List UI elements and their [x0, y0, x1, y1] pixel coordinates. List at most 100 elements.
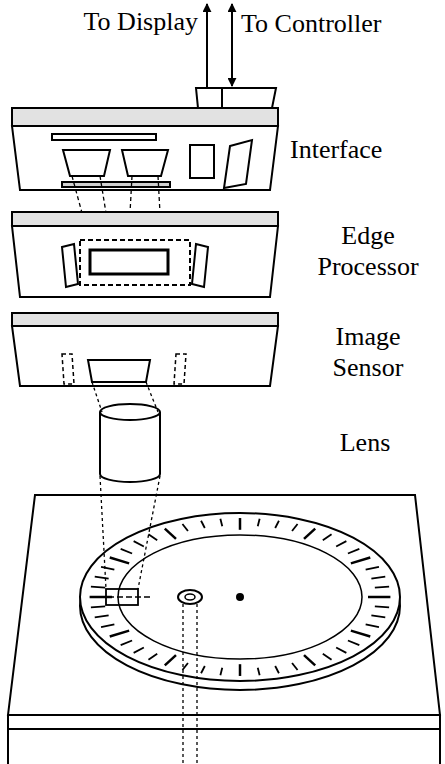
illustration-part [100, 412, 160, 482]
part-label: Edge Processor [303, 220, 433, 282]
illustration-part [63, 150, 110, 176]
illustration-part [375, 605, 389, 608]
illustration-part [7, 729, 9, 764]
illustration-part [182, 524, 188, 531]
part-label: To Display [40, 6, 198, 37]
table [8, 495, 440, 764]
illustration-part [366, 567, 379, 570]
illustration-part [231, 4, 233, 86]
illustration-part [196, 88, 222, 108]
illustration-part [201, 666, 205, 673]
illustration-part [118, 535, 362, 659]
illustration-part [220, 668, 222, 675]
illustration-part [101, 624, 114, 627]
lens [100, 404, 160, 482]
part-label: Image Sensor [303, 321, 433, 383]
illustration-part [336, 647, 346, 652]
illustration-part [121, 640, 132, 645]
image-sensor-board [12, 313, 278, 386]
part-label: To Controller [241, 8, 441, 39]
illustration-part [8, 715, 440, 729]
illustration-part [190, 145, 214, 178]
illustration-part [368, 596, 390, 599]
illustration-part [138, 476, 160, 589]
connectors [196, 88, 276, 108]
illustration-part [12, 212, 278, 226]
illustration-part [91, 586, 105, 589]
illustration-part [292, 663, 298, 670]
illustration-part [371, 577, 385, 579]
part-label: Interface [290, 134, 440, 165]
illustration-part [8, 495, 440, 715]
illustration-part [292, 524, 298, 531]
illustration-part [224, 140, 252, 188]
scale-ticks [90, 518, 391, 676]
illustration-part [90, 250, 168, 274]
illustration-part [220, 519, 222, 526]
illustration-part [12, 126, 278, 190]
illustration-part [165, 655, 176, 665]
illustration-part [95, 615, 109, 617]
illustration-part [366, 624, 379, 627]
illustration-part [351, 558, 370, 564]
illustration-part [336, 541, 346, 546]
illustration-part [134, 541, 144, 546]
illustration-part [192, 244, 208, 287]
illustration-part [110, 558, 129, 564]
illustration-part [351, 631, 370, 637]
signal-arrows [207, 4, 232, 88]
illustration-part [439, 729, 441, 764]
illustration-part [148, 654, 157, 660]
illustration-part [121, 549, 132, 554]
illustration-part [122, 150, 168, 176]
illustration-part [375, 586, 389, 589]
illustration-part [80, 240, 190, 285]
illustration-part [206, 4, 208, 88]
illustration-part [91, 605, 105, 608]
part-label: Lens [300, 427, 430, 458]
illustration-part [146, 382, 158, 412]
illustration-part [239, 518, 242, 530]
illustration-part [110, 631, 129, 637]
illustration-part [239, 664, 242, 676]
illustration-part [222, 88, 276, 108]
illustration-part [174, 354, 186, 384]
illustration-part [275, 666, 279, 673]
optical-path [92, 382, 197, 764]
illustration-part [258, 668, 260, 675]
illustration-part [12, 226, 278, 297]
illustration-part [101, 567, 114, 570]
illustration-part [304, 529, 315, 539]
illustration-part [165, 529, 176, 539]
illustration-part [323, 534, 332, 540]
illustration-part [12, 108, 278, 126]
rotary-disk [80, 513, 400, 690]
illustration-part [134, 647, 144, 652]
illustration-part [185, 594, 195, 600]
illustration-part [80, 513, 400, 681]
illustration-part [371, 615, 385, 617]
illustration-part [100, 404, 160, 420]
illustration-part [100, 476, 106, 589]
illustration-part [196, 604, 197, 764]
illustration-part [62, 244, 78, 287]
illustration-part [348, 549, 359, 554]
illustration-part [12, 313, 278, 326]
illustration-part [62, 354, 74, 384]
illustration-part [148, 534, 157, 540]
illustration-part [323, 654, 332, 660]
illustration-part [178, 590, 202, 604]
illustration-part [95, 577, 109, 579]
illustration-part [237, 594, 243, 600]
illustration-part [90, 596, 150, 598]
interface-board [12, 108, 278, 190]
illustration-part [201, 521, 205, 528]
illustration-part [182, 604, 183, 764]
edge-processor-board [12, 212, 278, 297]
illustration-part [258, 519, 260, 526]
illustration-part [92, 382, 102, 412]
illustration-part [88, 360, 150, 382]
illustration-part [348, 640, 359, 645]
illustration-part [106, 589, 138, 605]
